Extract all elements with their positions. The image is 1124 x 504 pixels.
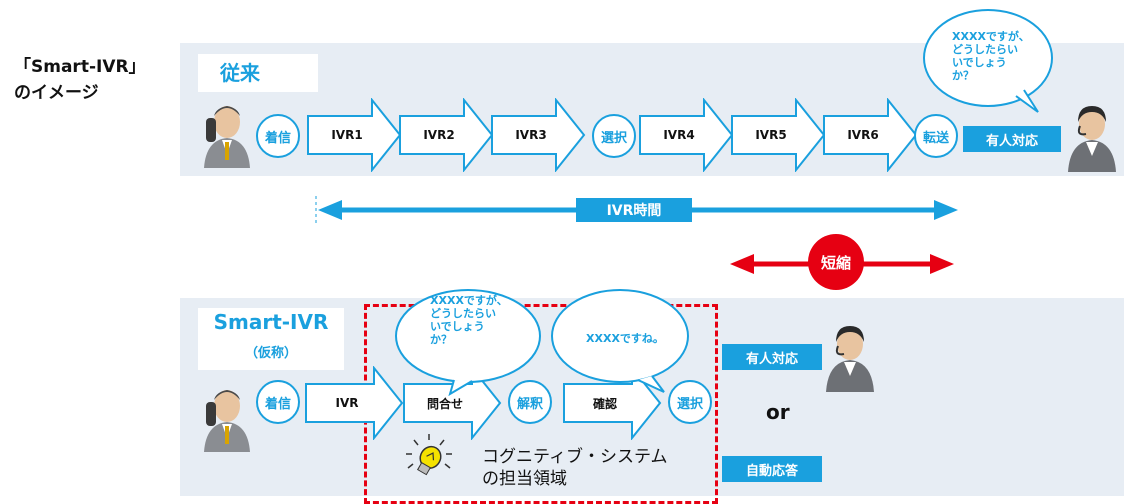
conventional-step-label-3: IVR3 [515,128,547,142]
caller-person-icon-2 [204,390,250,452]
conventional-select-circle: 選択 [592,114,636,158]
conventional-bubble-line-4: か？ [952,69,974,82]
smart-bubble-1-line-4: か？ [430,333,452,346]
smart-ivr-arrow: IVR [304,366,404,440]
conventional-human-response-box: 有人対応 [963,126,1061,152]
smart-confirm-arrow: 確認 [562,366,662,440]
title-line-1: 「Smart-IVR」 [14,57,146,77]
conventional-step-label-6: IVR6 [847,128,879,142]
smart-speech-bubble-2 [551,289,689,393]
ivr-time-label: IVR時間 [576,198,692,222]
conventional-step-arrow-6: IVR6 [822,98,918,172]
conventional-step-arrow-2: IVR2 [398,98,494,172]
smart-ivr-label: IVR [335,396,359,410]
cognitive-label-line-2: の担当領域 [482,469,567,489]
lightbulb-icon [406,434,452,476]
shorten-badge: 短縮 [808,234,864,290]
operator-person-icon [1068,106,1116,172]
cognitive-label-line-1: コグニティブ・システム [482,447,668,467]
conventional-step-arrow-4: IVR4 [638,98,734,172]
conventional-incoming-circle: 着信 [256,114,300,158]
conventional-bubble-line-1: XXXXですが、 [952,30,1030,43]
smart-auto-response-box: 自動応答 [722,456,822,482]
smart-label-box [198,308,344,370]
conventional-transfer-circle: 転送 [914,114,958,158]
smart-speech-bubble-1 [395,289,541,396]
conventional-step-label-1: IVR1 [331,128,363,142]
conventional-step-label-2: IVR2 [423,128,455,142]
smart-bubble-1-line-2: どうしたらい [430,307,496,320]
smart-label: Smart-IVR [213,310,329,334]
conventional-bubble-text: XXXXですが、 どうしたらい いでしょう か？ [952,30,1030,82]
smart-bubble-1-line-1: XXXXですが、 [430,294,508,307]
diagram-title: 「Smart-IVR」 のイメージ [14,54,146,106]
smart-analysis-circle: 解釈 [508,380,552,424]
conventional-step-arrow-3: IVR3 [490,98,586,172]
cognitive-system-label: コグニティブ・システム の担当領域 [482,446,667,490]
smart-select-circle: 選択 [668,380,712,424]
smart-bubble-2-text: XXXXですね。 [586,332,664,345]
conventional-bubble-line-3: いでしょう [952,56,1007,69]
conventional-speech-bubble [923,9,1053,113]
conventional-bubble-line-2: どうしたらい [952,43,1018,56]
smart-human-response-box: 有人対応 [722,344,822,370]
conventional-step-arrow-1: IVR1 [306,98,402,172]
smart-inquiry-label: 問合せ [426,396,463,411]
conventional-label: 従来 [198,54,318,92]
conventional-step-label-5: IVR5 [755,128,787,142]
smart-incoming-circle: 着信 [256,380,300,424]
smart-sublabel: （仮称） [244,346,297,361]
conventional-step-arrow-5: IVR5 [730,98,826,172]
caller-person-icon [204,106,250,168]
smart-bubble-1-line-3: いでしょう [430,320,485,333]
conventional-step-label-4: IVR4 [663,128,695,142]
smart-confirm-label: 確認 [592,396,617,411]
operator-person-icon-2 [826,326,874,392]
or-label: or [766,400,790,424]
title-line-2: のイメージ [14,83,99,103]
smart-bubble-1-text: XXXXですが、 どうしたらい いでしょう か？ [430,294,508,346]
